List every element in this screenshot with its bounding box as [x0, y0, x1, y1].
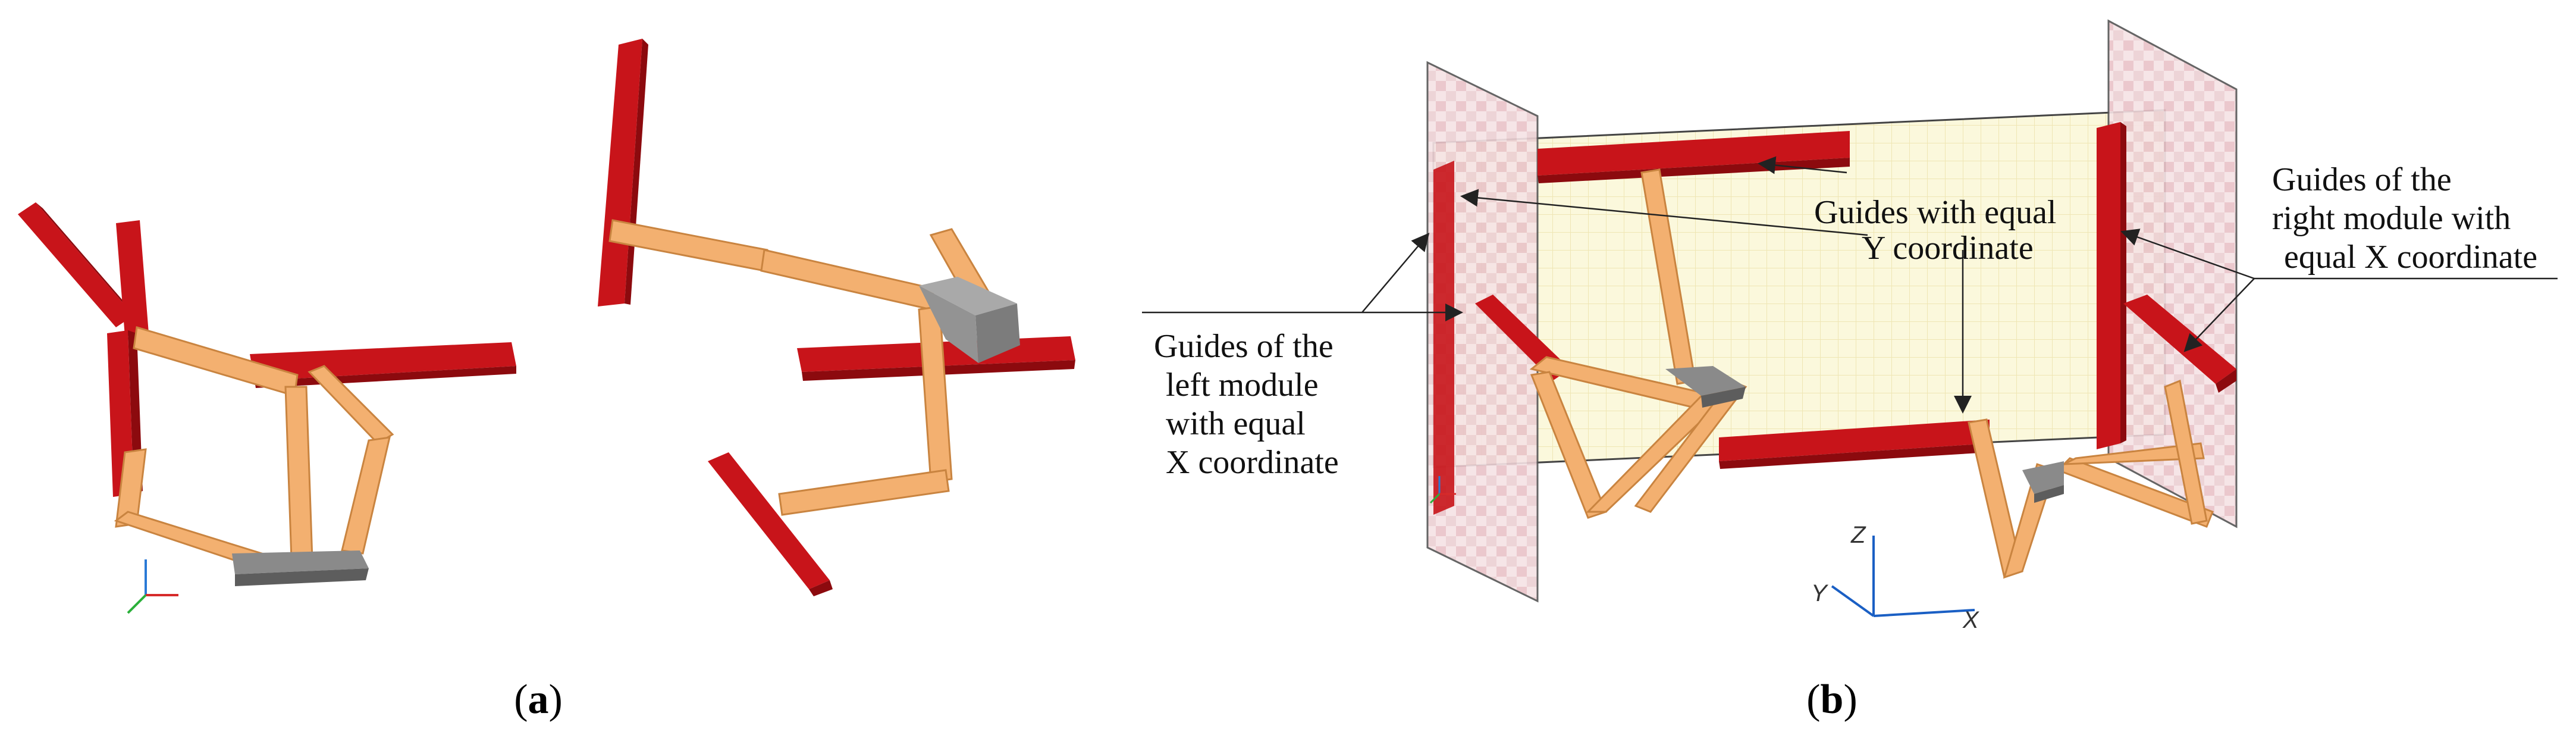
link-bar	[2063, 442, 2205, 465]
guide-bar	[2120, 122, 2126, 443]
platform	[232, 550, 369, 574]
link-bar	[284, 386, 313, 561]
link-bar	[308, 365, 394, 445]
panel-b-caption: (b)	[1806, 677, 1858, 722]
link-bar	[760, 249, 935, 311]
platform	[1701, 387, 1746, 408]
mechanism-a-right	[598, 39, 1075, 596]
platform	[2022, 461, 2064, 494]
guide-bar	[36, 202, 141, 321]
label-right-module: Guides of the right module with equal X …	[2272, 161, 2537, 276]
guide-bar	[1719, 443, 1990, 469]
axes-gizmo: Z Y X	[1811, 522, 1979, 633]
guide-bar	[1719, 420, 1990, 461]
axis-triad-icon	[127, 559, 178, 614]
guide-bar	[116, 220, 149, 336]
guide-bar	[598, 39, 642, 306]
platform	[2034, 485, 2064, 503]
guide-bar	[18, 202, 134, 327]
guide-bar	[2123, 295, 2236, 384]
platform	[975, 304, 1020, 363]
platform	[919, 286, 978, 363]
platform	[235, 568, 369, 586]
label-y-guides: Guides with equal Y coordinate	[1814, 194, 2064, 267]
axis-z-label: Z	[1850, 522, 1866, 548]
leader-lines	[1142, 156, 2558, 414]
guide-bar	[809, 580, 833, 596]
guide-bar	[2097, 122, 2120, 449]
guide-bar	[1538, 131, 1850, 176]
link-bar	[2164, 379, 2208, 525]
axis-x-label: X	[1962, 607, 1979, 633]
guide-bar	[708, 452, 830, 589]
link-bar	[341, 436, 391, 555]
label-left-module: Guides of the left module with equal X c…	[1154, 328, 1342, 481]
panel-a: (a)	[18, 39, 1075, 722]
guide-bar	[2216, 369, 2236, 393]
panel-a-caption: (a)	[514, 677, 563, 722]
panel-b: Guides of the left module with equal X c…	[1142, 19, 2558, 722]
plane-left	[1426, 61, 1539, 603]
mechanism-a-left	[18, 202, 516, 614]
axis-y-label: Y	[1811, 580, 1829, 606]
platform	[1665, 366, 1746, 396]
axis-triad-icon	[1429, 476, 1456, 504]
link-bar	[778, 469, 950, 516]
platform	[919, 277, 1017, 315]
guide-bar	[1433, 161, 1454, 515]
